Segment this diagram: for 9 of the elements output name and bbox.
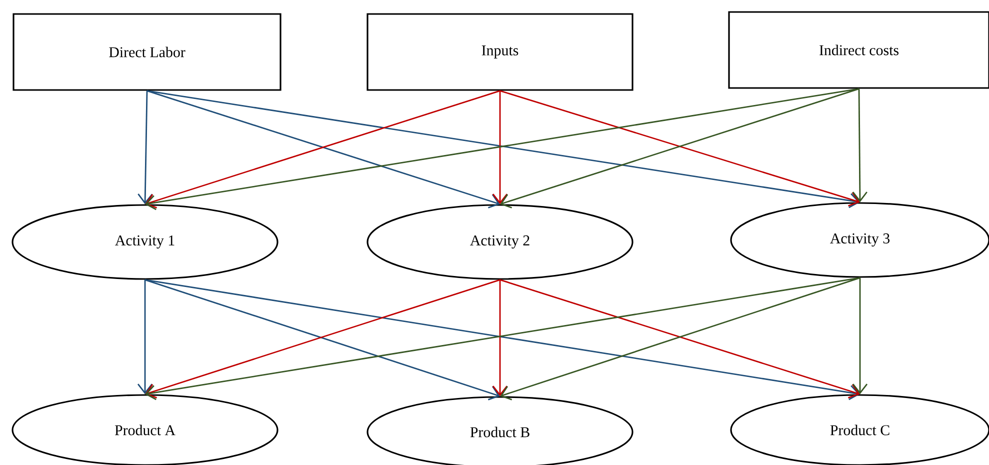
cost-source-box: Direct Labor <box>12 13 282 91</box>
arrow <box>492 90 508 204</box>
arrow <box>138 90 153 204</box>
cost-source-box: Inputs <box>366 13 634 91</box>
arrow <box>852 88 868 202</box>
arrow <box>852 278 868 394</box>
arrow <box>492 280 508 396</box>
arrow <box>137 280 153 394</box>
cost-source-box: Indirect costs <box>728 11 989 89</box>
